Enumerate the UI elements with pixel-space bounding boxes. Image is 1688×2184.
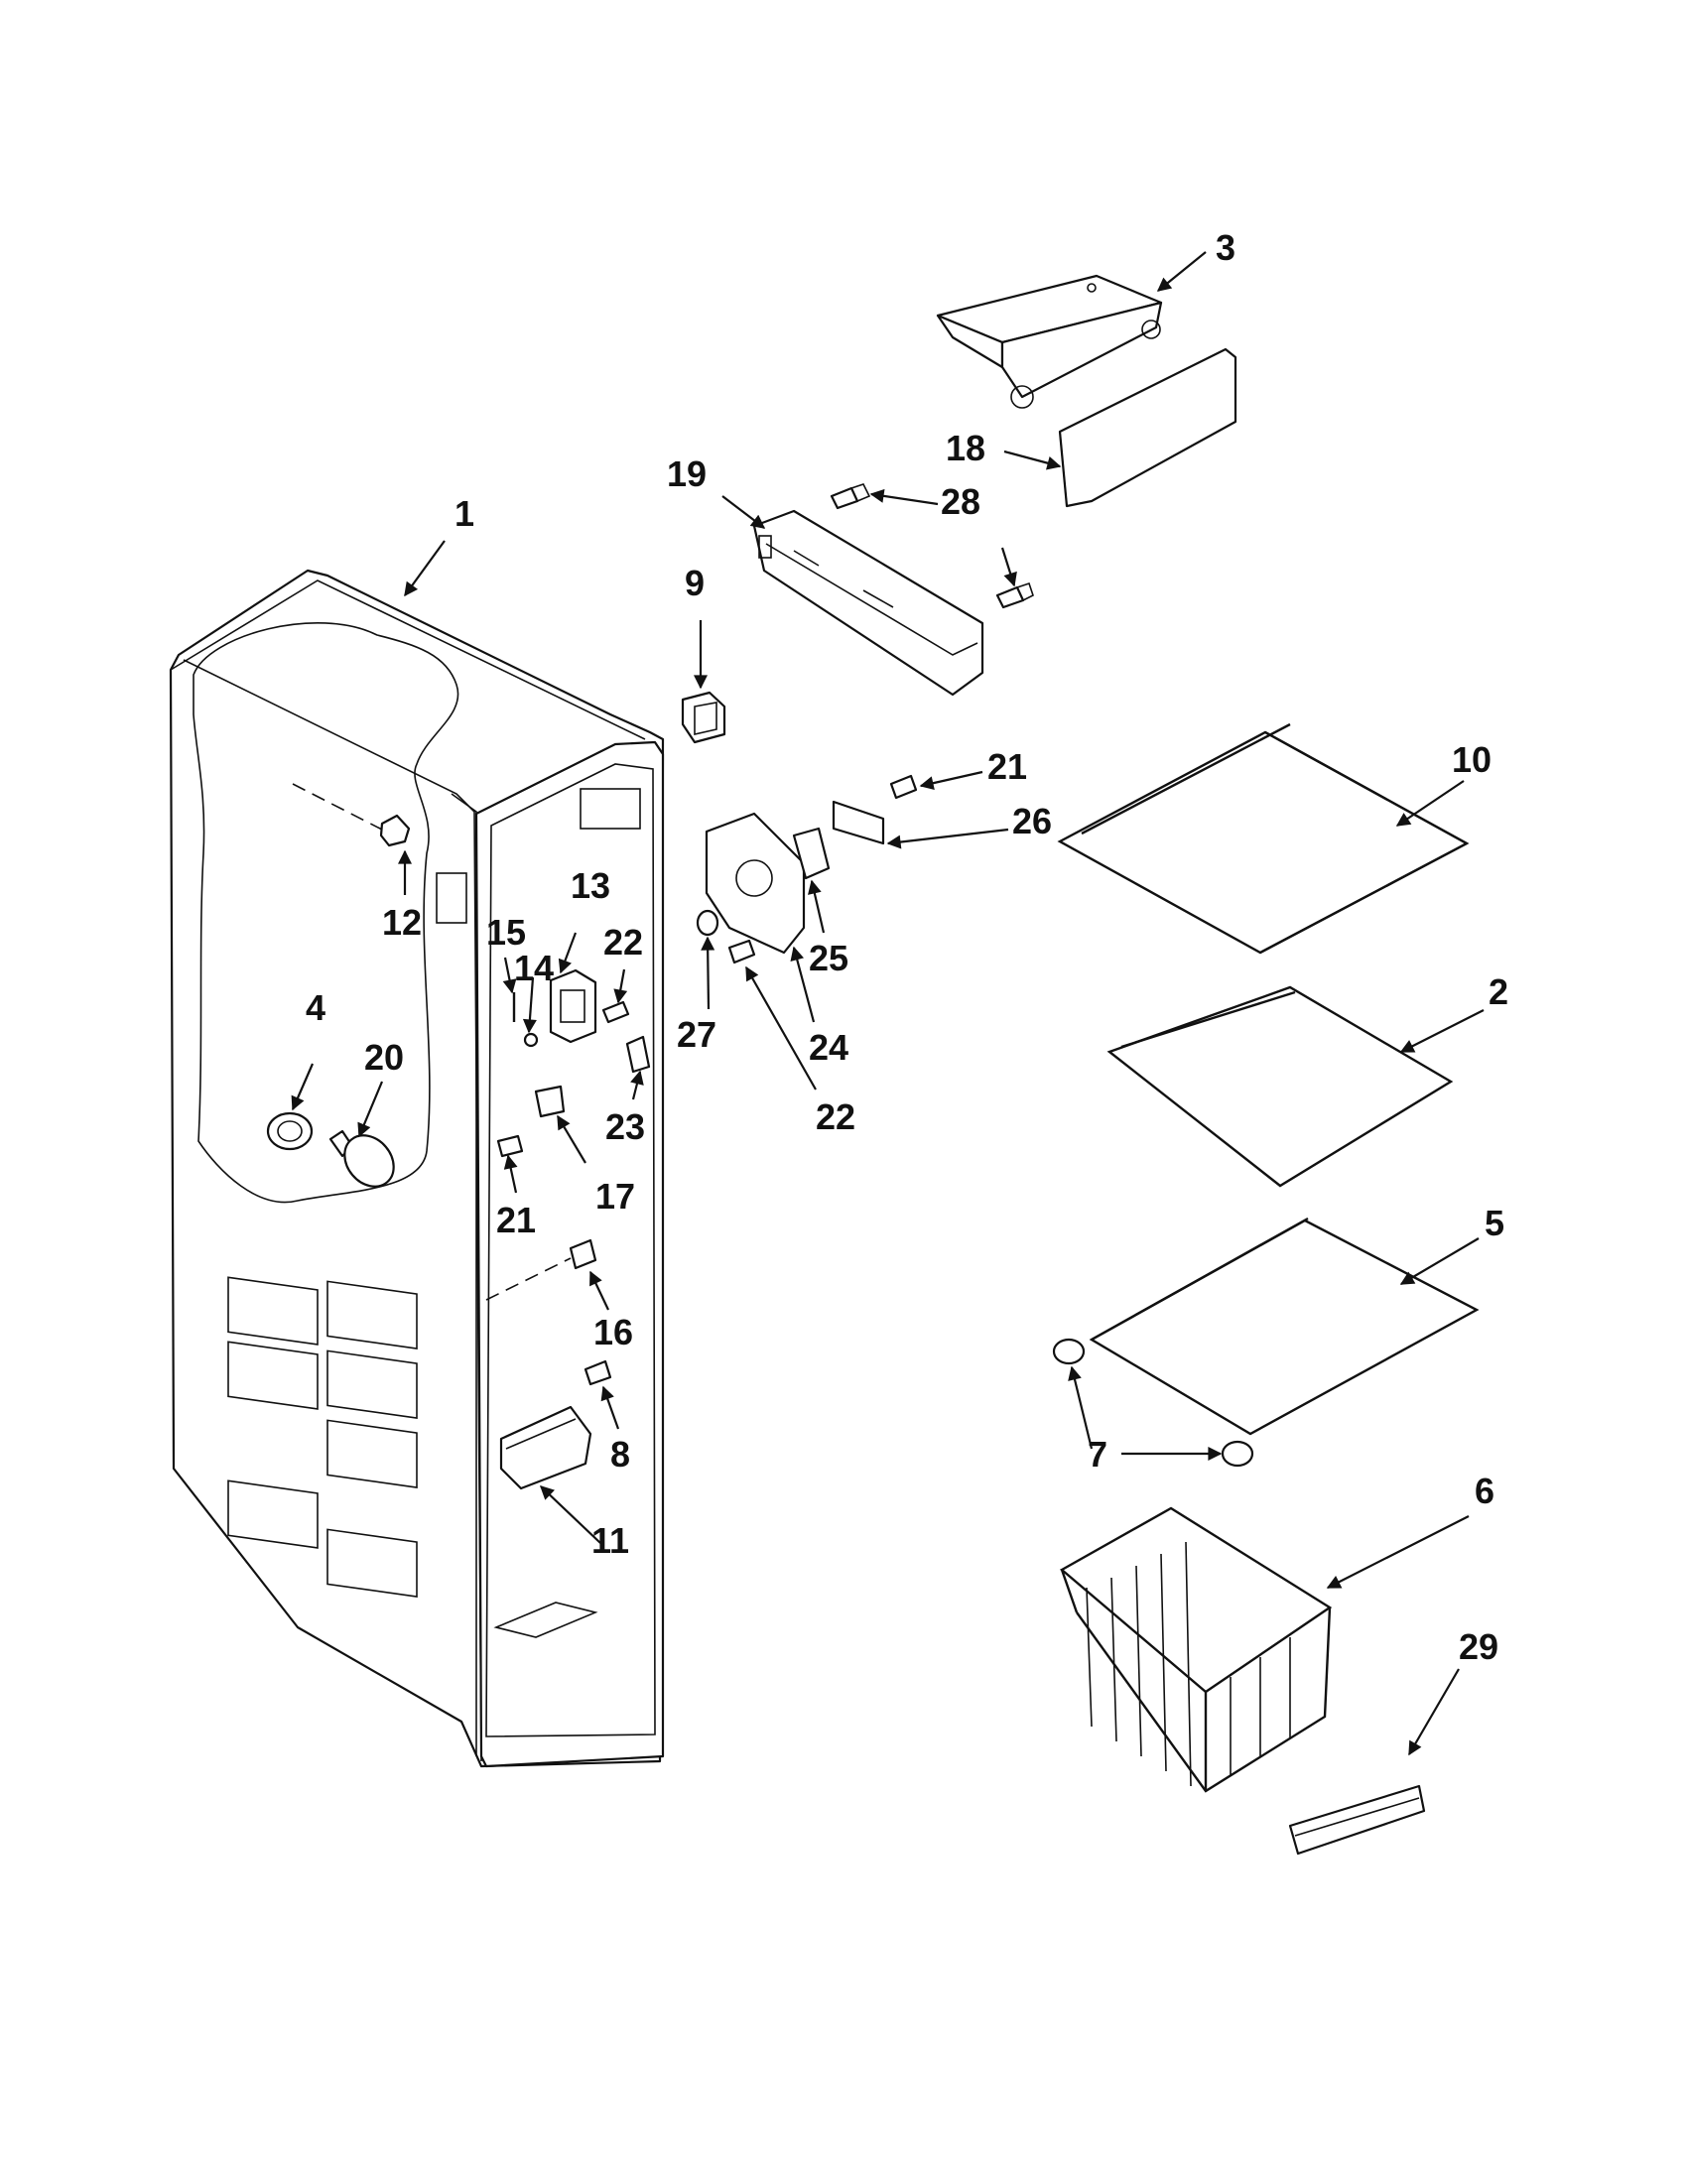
callout-7: 7 xyxy=(1088,1434,1107,1475)
shelf-2 xyxy=(1106,985,1454,1188)
callout-29: 29 xyxy=(1459,1626,1498,1667)
hinge-bracket xyxy=(936,274,1163,409)
clip xyxy=(681,691,726,744)
switch-14 xyxy=(523,1032,539,1048)
switch-16 xyxy=(485,1238,597,1301)
board-17 xyxy=(534,1085,566,1118)
callout-28: 28 xyxy=(941,481,980,522)
screw-8 xyxy=(584,1359,612,1386)
light-bulb xyxy=(328,1129,395,1188)
board-26 xyxy=(832,800,885,845)
callout-20: 20 xyxy=(364,1037,404,1078)
slide-7-lower xyxy=(1221,1440,1254,1468)
callout-2: 2 xyxy=(1489,971,1508,1012)
shelf-5 xyxy=(1089,1217,1480,1436)
shelf-10 xyxy=(1057,722,1470,955)
screw-22-left xyxy=(601,1000,630,1024)
callout-16: 16 xyxy=(593,1312,633,1352)
callout-5: 5 xyxy=(1485,1203,1504,1243)
cover-plate xyxy=(1058,347,1237,508)
callout-8: 8 xyxy=(610,1434,630,1475)
screw-pair xyxy=(830,483,1034,609)
control-housing xyxy=(549,968,597,1044)
light-housing xyxy=(752,509,984,697)
duct-cover-11 xyxy=(499,1405,592,1490)
callout-22-left: 22 xyxy=(603,922,643,963)
callout-14: 14 xyxy=(514,948,554,988)
leader-lines xyxy=(291,251,1485,1756)
callout-10: 10 xyxy=(1452,739,1492,780)
callout-17: 17 xyxy=(595,1176,635,1217)
callout-3: 3 xyxy=(1216,227,1235,268)
slide-7-upper xyxy=(1052,1338,1086,1365)
callout-23: 23 xyxy=(605,1106,645,1147)
light-socket xyxy=(266,1111,314,1151)
callout-6: 6 xyxy=(1475,1471,1494,1511)
callout-22-right: 22 xyxy=(816,1096,855,1137)
callout-24: 24 xyxy=(809,1027,848,1068)
screw-21-left xyxy=(496,1134,524,1158)
callout-21-left: 21 xyxy=(496,1200,536,1240)
bracket-25 xyxy=(792,827,831,880)
callout-4: 4 xyxy=(306,987,325,1028)
callout-26: 26 xyxy=(1012,801,1052,841)
callout-19: 19 xyxy=(667,453,707,494)
basket-6 xyxy=(1059,1506,1333,1793)
screw-22-right xyxy=(727,939,756,964)
bracket-12 xyxy=(292,783,411,847)
callout-1: 1 xyxy=(454,493,474,534)
freezer-liner xyxy=(169,569,665,1768)
callout-27: 27 xyxy=(677,1014,716,1055)
callout-13: 13 xyxy=(571,865,610,906)
control-24 xyxy=(705,812,806,955)
callout-12: 12 xyxy=(382,902,422,943)
trim-29 xyxy=(1288,1784,1426,1856)
knob-27 xyxy=(696,909,719,937)
callout-labels: 1 2 3 4 5 6 7 8 9 10 11 12 13 14 15 16 1… xyxy=(306,227,1508,1667)
callout-21-right: 21 xyxy=(987,746,1027,787)
callout-11: 11 xyxy=(591,1520,629,1561)
callout-18: 18 xyxy=(946,428,985,468)
callout-9: 9 xyxy=(685,563,705,603)
callout-25: 25 xyxy=(809,938,848,978)
clip-23 xyxy=(625,1035,651,1074)
callout-15: 15 xyxy=(486,912,526,953)
screw-21-right xyxy=(889,774,918,800)
